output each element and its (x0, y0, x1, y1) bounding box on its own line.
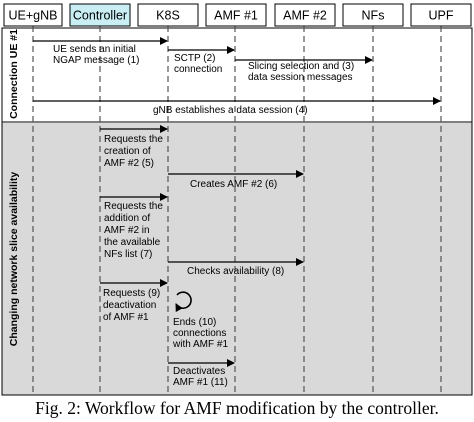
phase-frame (1, 27, 473, 396)
message-label-line: Slicing selection and (3) (248, 61, 354, 72)
message-label-line: UE sends an initial (53, 44, 136, 55)
participant-box (205, 3, 267, 27)
message-label-line: NFs list (7) (104, 249, 152, 260)
message-label-line: Requests the (104, 201, 163, 212)
diagram-canvas: Connection UE #1 Changing network slice a… (1, 3, 473, 396)
participant-label: Controller (73, 9, 127, 23)
message-label-line: AMF #2 (5) (104, 158, 154, 169)
phase-shade-slice (2, 123, 472, 395)
participant-amf1: AMF #1 (205, 3, 267, 27)
message-sctp-connection: SCTP (2)connection (168, 46, 235, 75)
participant-k8s: K8S (137, 3, 199, 27)
participant-amf2: AMF #2 (274, 3, 336, 27)
participant-label: UPF (429, 9, 454, 23)
message-label-line: addition of (104, 213, 150, 224)
message-label-line: NGAP message (1) (53, 55, 140, 66)
participant-label: K8S (156, 9, 180, 23)
message-label-line: the available (104, 237, 161, 248)
figure-caption: Fig. 2: Workflow for AMF modification by… (35, 398, 439, 418)
message-label-line: gNB establishes a data session (4) (153, 105, 308, 116)
participant-nfs: NFs (342, 3, 404, 27)
message-label-line: SCTP (2) (174, 53, 216, 64)
participant-label: AMF #1 (214, 9, 258, 23)
message-label-line: Requests the (104, 134, 163, 145)
message-label-line: deactivation (103, 300, 156, 311)
message-label-line: data session messages (248, 72, 353, 83)
message-checks-availability: Checks availability (8) (168, 258, 304, 277)
participant-box (410, 3, 472, 27)
message-label-line: Creates AMF #2 (6) (190, 179, 277, 190)
phase-label-slice: Changing network slice availability (8, 172, 20, 347)
participant-box (274, 3, 336, 27)
message-label-line: AMF #2 in (104, 225, 150, 236)
message-label-line: AMF #1 (11) (173, 377, 228, 388)
message-label-line: connection (174, 64, 222, 75)
message-label-line: Deactivates (173, 366, 225, 377)
message-label-line: Checks availability (8) (187, 266, 284, 277)
message-gnb-data-session: gNB establishes a data session (4) (33, 97, 441, 116)
phase-label-connection: Connection UE #1 (8, 29, 20, 119)
participant-ue: UE+gNB (3, 3, 63, 27)
message-label-line: Requests (9) (103, 288, 160, 299)
participant-ctrl: Controller (69, 3, 131, 27)
message-label-line: with AMF #1 (172, 339, 228, 350)
participant-box (137, 3, 199, 27)
participant-box (3, 3, 63, 27)
participant-box (69, 3, 131, 27)
message-label-line: connections (173, 328, 226, 339)
participant-label: UE+gNB (9, 9, 58, 23)
participant-upf: UPF (410, 3, 472, 27)
message-slicing-selection: Slicing selection and (3)data session me… (235, 56, 373, 83)
participant-label: NFs (362, 9, 385, 23)
participant-box (342, 3, 404, 27)
participant-label: AMF #2 (283, 9, 327, 23)
message-label-line: of AMF #1 (103, 312, 149, 323)
message-label-line: creation of (104, 146, 151, 157)
message-label-line: Ends (10) (173, 317, 216, 328)
message-creates-amf2: Creates AMF #2 (6) (168, 170, 304, 190)
self-loop-arrow (175, 291, 192, 313)
